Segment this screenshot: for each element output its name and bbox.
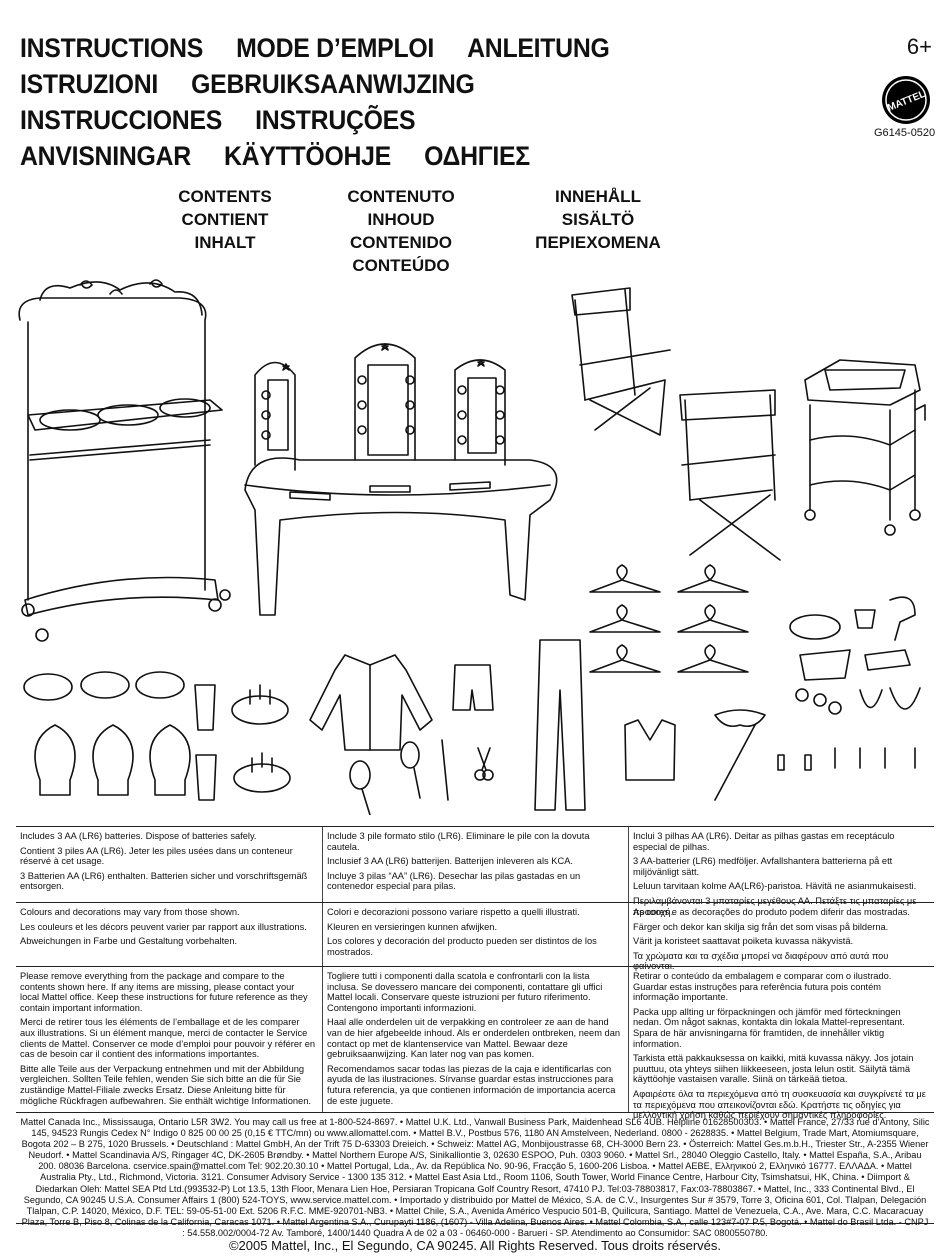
heading-line: CONTIENT [181, 210, 269, 229]
battery-notice: Includes 3 AA (LR6) batteries. Dispose o… [16, 826, 934, 917]
hand-mirror-icon [349, 760, 371, 815]
contents-heading-2: CONTENUTO INHOUD CONTENIDO CONTEÚDO [340, 185, 462, 277]
heading-line: INNEHÅLL [555, 187, 641, 206]
notice-text: Färger och dekor kan skilja sig från det… [633, 921, 889, 932]
notice-text: Retirar o conteúdo da embalagem e compar… [633, 971, 892, 1003]
jacket-icon [309, 654, 433, 751]
notice-column: Inclui 3 pilhas AA (LR6). Deitar as pilh… [628, 827, 934, 917]
notice-text: Los colores y decoración del producto pu… [327, 936, 597, 957]
title-sv: ANVISNINGAR [20, 141, 191, 171]
title-it: ISTRUZIONI [20, 69, 158, 99]
notice-text: 3 Batterien AA (LR6) enthalten. Batterie… [20, 870, 308, 892]
notice-text: Kleuren en versieringen kunnen afwijken. [327, 921, 498, 932]
mirror-bulb-icons [261, 375, 505, 445]
notice-column: Includes 3 AA (LR6) batteries. Dispose o… [16, 827, 322, 902]
notice-text: Include 3 pile formato stilo (LR6). Elim… [327, 831, 590, 852]
contents-heading-1: CONTENTS CONTIENT INHALT [165, 185, 285, 254]
lotion-bottle-icons [194, 684, 217, 801]
title-nl: GEBRUIKSAANWIJZING [191, 69, 475, 99]
notice-text: Merci de retirer tous les éléments de l’… [20, 1017, 316, 1060]
clothing-rack-icon [18, 279, 231, 642]
notice-text: Colori e decorazioni possono variare ris… [327, 907, 580, 917]
heading-line: INHALT [194, 233, 256, 252]
director-chair-icon [571, 287, 671, 436]
title-el: ΟΔΗΓΙΕΣ [424, 141, 530, 171]
notice-text: Abweichungen in Farbe und Gestaltung vor… [20, 936, 238, 947]
product-code: G6145-0520 [874, 127, 936, 139]
package-contents-notice: Please remove everything from the packag… [16, 966, 934, 1120]
director-chair-icon [679, 389, 781, 561]
notice-column: Colori e decorazioni possono variare ris… [322, 903, 628, 966]
title-row: INSTRUCCIONES INSTRUÇÕES [20, 102, 774, 138]
title-fi: KÄYTTÖOHJE [223, 141, 391, 171]
rolling-cart-icon [804, 359, 926, 536]
curling-iron-icon [441, 739, 449, 801]
notice-text: Inclui 3 pilhas AA (LR6). Deitar as pilh… [633, 831, 895, 852]
title-row: ANVISNINGAR KÄYTTÖOHJE ΟΔΗΓΙΕΣ [20, 138, 774, 174]
notice-column: Colours and decorations may vary from th… [16, 903, 322, 966]
notice-column: Please remove everything from the packag… [16, 967, 322, 1112]
wig-icons [23, 671, 185, 701]
shorts-icon [452, 664, 494, 711]
notice-text: Togliere tutti i componenti dalla scatol… [327, 971, 603, 1013]
title-en: INSTRUCTIONS [20, 33, 203, 63]
title-row: ISTRUZIONI GEBRUIKSAANWIJZING [20, 66, 774, 102]
notice-text: As cores e as decorações do produto pode… [633, 907, 910, 917]
title-fr: MODE D’EMPLOI [236, 33, 435, 63]
curler-set-icons [231, 684, 291, 793]
notice-text: Inclusief 3 AA (LR6) batterijen. Batteri… [327, 856, 573, 867]
notice-text: Colours and decorations may vary from th… [20, 907, 240, 917]
mask-icon [714, 709, 766, 801]
contents-illustration [18, 279, 926, 815]
title-es: INSTRUCCIONES [20, 105, 223, 135]
mattel-logo-icon: MATTEL [882, 76, 930, 124]
notice-text: 3 AA-batterier (LR6) medföljer. Avfallsh… [633, 856, 893, 877]
contents-heading-3: INNEHÅLL SISÄLTÖ ΠΕΡΙΕΧΟΜΕΝΑ [530, 185, 666, 254]
notice-text: Includes 3 AA (LR6) batteries. Dispose o… [20, 831, 257, 841]
notice-text: Packa upp allting ur förpackningen och j… [633, 1006, 905, 1049]
notice-text: Περιλαμβάνονται 3 μπαταρίες μεγέθους ΑΑ.… [633, 895, 917, 917]
notice-text: Haal alle onderdelen uit de verpakking e… [327, 1017, 621, 1060]
vanity-table-icon [244, 343, 558, 616]
notice-text: Contient 3 piles AA (LR6). Jeter les pil… [20, 845, 293, 867]
heading-line: SISÄLTÖ [561, 210, 635, 229]
hanger-icons [589, 564, 749, 673]
notice-text: Recomendamos sacar todas las piezas de l… [327, 1063, 616, 1106]
notice-text: Les couleurs et les décors peuvent varie… [20, 921, 307, 932]
title-pt: INSTRUÇÕES [255, 105, 416, 135]
hair-brush-icon [400, 741, 421, 799]
notice-text: Bitte alle Teile aus der Verpackung entn… [20, 1063, 311, 1106]
vest-icon [624, 719, 676, 781]
title-de: ANLEITUNG [467, 33, 610, 63]
notice-text: Incluye 3 pilas “AA” (LR6). Desechar las… [327, 870, 581, 892]
heading-line: CONTEÚDO [352, 256, 450, 275]
notice-column: As cores e as decorações do produto pode… [628, 903, 934, 971]
heading-line: CONTENIDO [350, 233, 452, 252]
notice-text: Tarkista että pakkauksessa on kaikki, mi… [633, 1053, 914, 1085]
salon-accessories-icons [777, 596, 921, 771]
mannequin-head-icons [34, 724, 191, 796]
heading-line: CONTENUTO [347, 187, 455, 206]
notice-column: Include 3 pile formato stilo (LR6). Elim… [322, 827, 628, 902]
notice-text: Leluun tarvitaan kolme AA(LR6)-paristoa.… [633, 881, 917, 892]
jeans-icon [534, 639, 586, 811]
notice-column: Retirar o conteúdo da embalagem e compar… [628, 967, 934, 1120]
copyright-notice: ©2005 Mattel, Inc., El Segundo, CA 90245… [228, 1238, 722, 1253]
heading-line: ΠΕΡΙΕΧΟΜΕΝΑ [535, 233, 661, 252]
notice-text: Värit ja koristeet saattavat poiketa kuv… [633, 936, 854, 947]
notice-text: Αφαιρέστε όλα τα περιεχόμενα από τη συσκ… [633, 1088, 926, 1121]
color-notice: Colours and decorations may vary from th… [16, 902, 934, 971]
title-block: INSTRUCTIONS MODE D’EMPLOI ANLEITUNG IST… [20, 30, 840, 174]
heading-line: CONTENTS [178, 187, 272, 206]
heading-line: INHOUD [367, 210, 435, 229]
notice-text: Please remove everything from the packag… [20, 971, 308, 1013]
title-row: INSTRUCTIONS MODE D’EMPLOI ANLEITUNG [20, 30, 774, 66]
notice-column: Togliere tutti i componenti dalla scatol… [322, 967, 628, 1112]
age-rating: 6+ [906, 34, 932, 59]
scissors-icon [474, 747, 494, 781]
mattel-addresses: Mattel Canada Inc., Mississauga, Ontario… [16, 1112, 934, 1238]
